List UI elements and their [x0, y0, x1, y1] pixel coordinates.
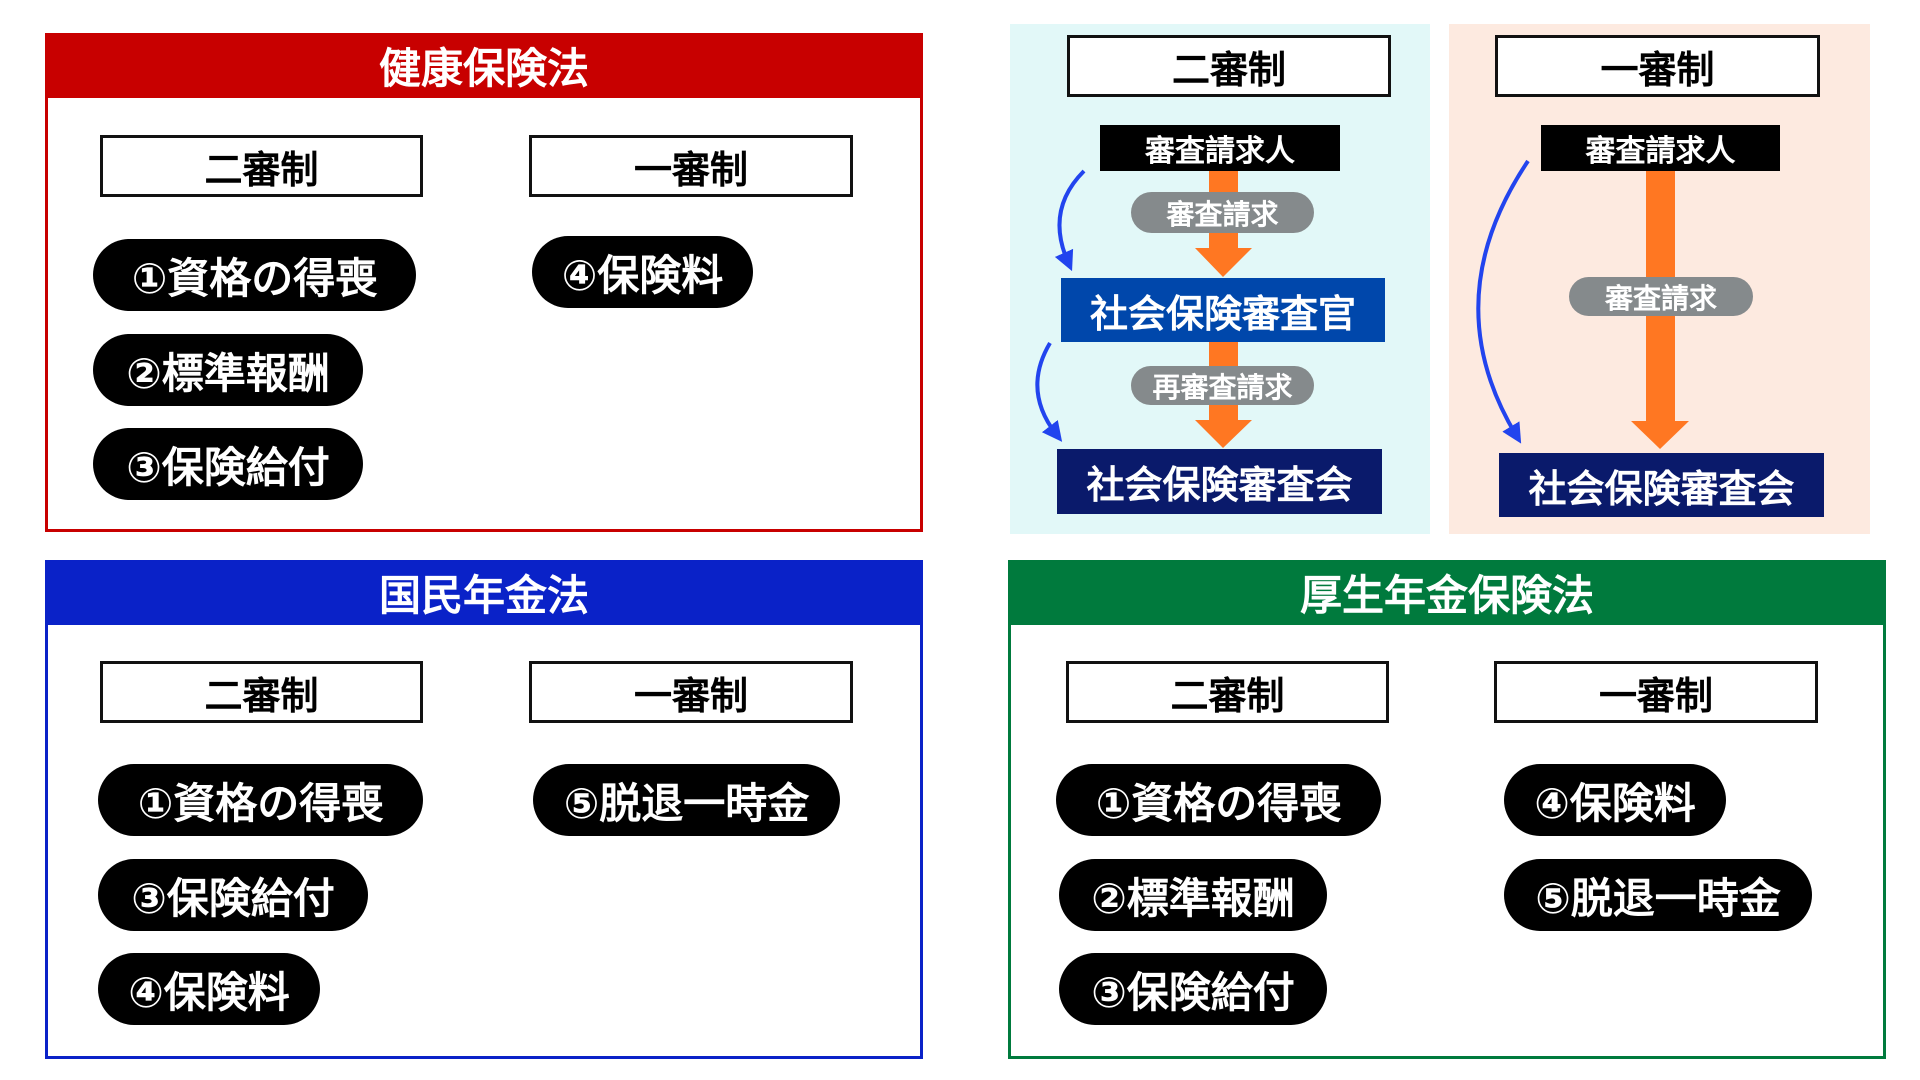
- national-pension-title: 国民年金法: [45, 560, 923, 625]
- welfare-pension-title: 厚生年金保険法: [1008, 560, 1886, 625]
- welfare-two-tier-label: 二審制: [1066, 661, 1389, 723]
- health-item: ②標準報酬: [93, 334, 363, 406]
- welfare-item: ③保険給付: [1059, 953, 1327, 1025]
- welfare-item: ②標準報酬: [1059, 859, 1327, 931]
- health-item: ③保険給付: [93, 428, 363, 500]
- national-item: ⑤脱退一時金: [533, 764, 840, 836]
- flow-two-tier-title: 二審制: [1067, 35, 1391, 97]
- blue-curve-arrow-1: [1054, 169, 1086, 272]
- welfare-item: ④保険料: [1504, 764, 1726, 836]
- blue-curve-arrow-3: [1476, 159, 1530, 444]
- national-one-tier-label: 一審制: [529, 661, 853, 723]
- health-two-tier-label: 二審制: [100, 135, 423, 197]
- social-insurance-examiner: 社会保険審査官: [1061, 278, 1385, 342]
- welfare-item: ①資格の得喪: [1056, 764, 1381, 836]
- flow-two-step2: 再審査請求: [1131, 366, 1314, 405]
- health-insurance-title: 健康保険法: [45, 33, 923, 98]
- national-item: ①資格の得喪: [98, 764, 423, 836]
- national-item: ④保険料: [98, 953, 320, 1025]
- health-item: ④保険料: [532, 236, 753, 308]
- welfare-one-tier-label: 一審制: [1494, 661, 1818, 723]
- national-two-tier-label: 二審制: [100, 661, 423, 723]
- blue-curve-arrow-2: [1035, 341, 1063, 442]
- flow-two-step1: 審査請求: [1131, 192, 1314, 233]
- social-insurance-council: 社会保険審査会: [1499, 453, 1824, 517]
- national-item: ③保険給付: [98, 859, 368, 931]
- welfare-item: ⑤脱退一時金: [1504, 859, 1812, 931]
- health-one-tier-label: 一審制: [529, 135, 853, 197]
- health-item: ①資格の得喪: [93, 239, 416, 311]
- flow-one-tier-title: 一審制: [1495, 35, 1820, 97]
- social-insurance-council: 社会保険審査会: [1057, 449, 1382, 514]
- flow-one-claimant: 審査請求人: [1541, 125, 1780, 171]
- flow-one-step1: 審査請求: [1569, 277, 1753, 316]
- flow-two-claimant: 審査請求人: [1100, 125, 1340, 171]
